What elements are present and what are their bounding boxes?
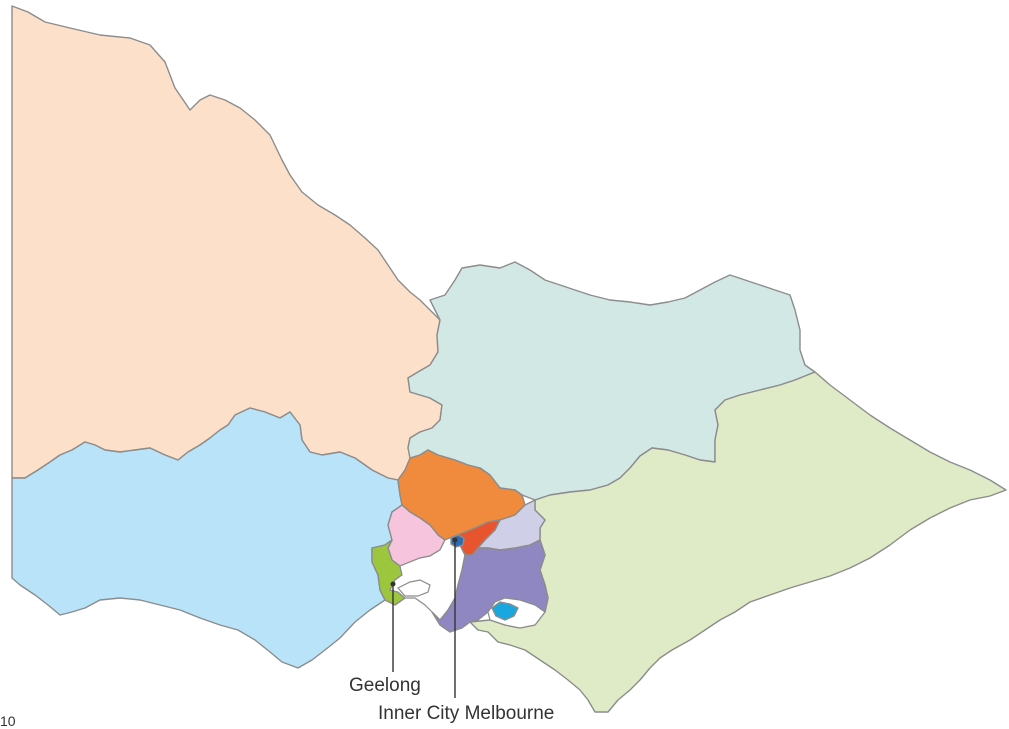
region-mornington-inner[interactable] [491,601,519,621]
inner-city-label: Inner City Melbourne [378,703,554,724]
page-number: 10 [0,713,16,729]
inner-city-marker [452,537,458,543]
geelong-marker [390,581,396,587]
geelong-label: Geelong [349,675,421,696]
corio-bay [397,579,431,597]
region-north-west[interactable] [11,5,443,481]
region-gippsland[interactable] [469,371,1007,713]
